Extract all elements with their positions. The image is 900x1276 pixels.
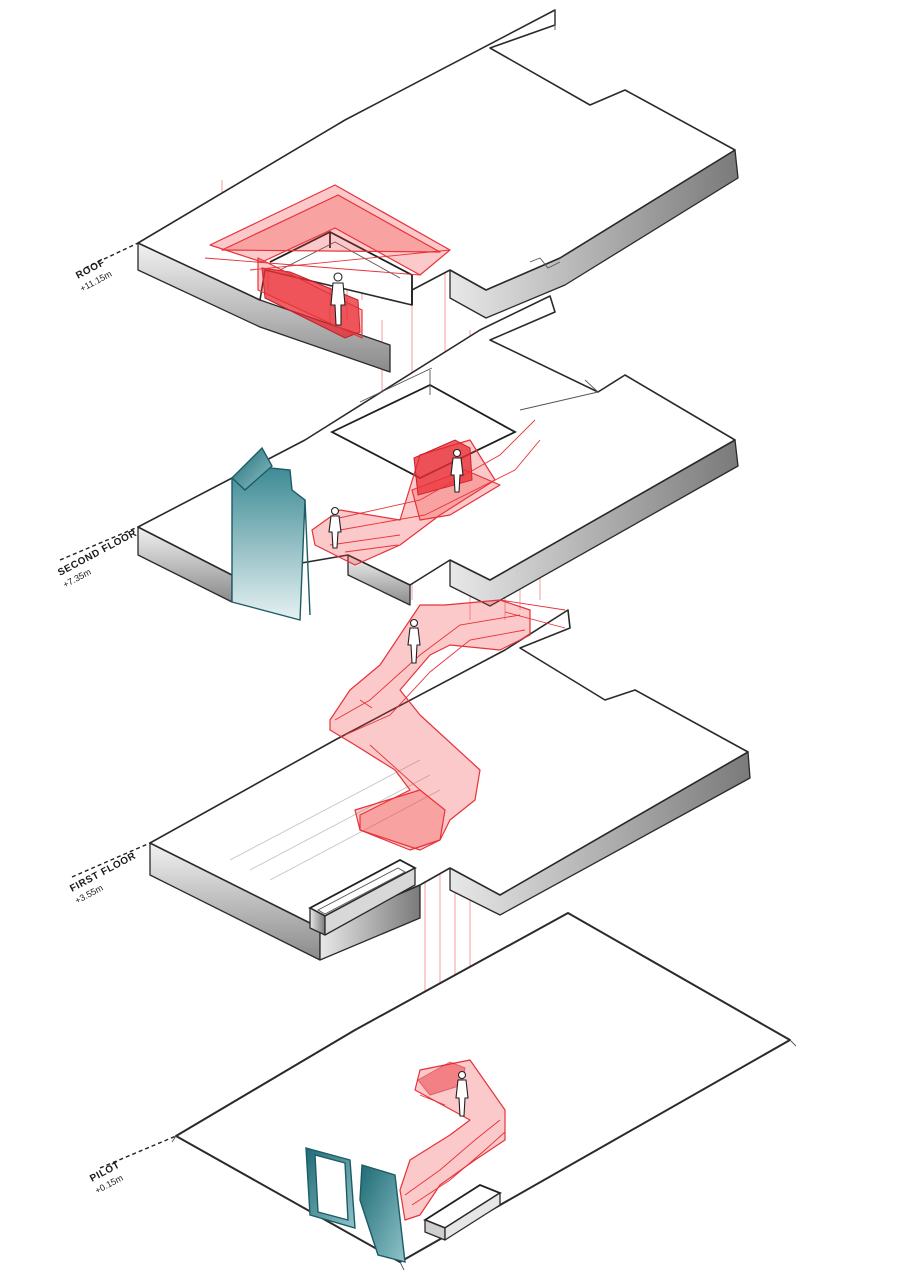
person-figure-3 xyxy=(450,448,464,493)
level-label-pilot: PILOT +0.15m xyxy=(88,1135,177,1196)
level-label-roof: ROOF +11.15m xyxy=(74,242,139,294)
first-floor-slab xyxy=(149,609,751,961)
pilot-core-walls xyxy=(305,1147,406,1263)
level-name: SECOND FLOOR xyxy=(56,528,139,579)
first-floor-staircase xyxy=(329,599,566,851)
person-figure-5 xyxy=(455,1070,469,1117)
level-label-first-floor: FIRST FLOOR +3.55m xyxy=(68,842,151,906)
roof-slab xyxy=(137,9,739,373)
level-label-second-floor: SECOND FLOOR +7.35m xyxy=(56,526,139,590)
person-figure xyxy=(330,272,346,326)
second-floor-core-wall xyxy=(230,446,311,621)
pilot-bench xyxy=(423,1183,502,1241)
person-figure-4 xyxy=(407,618,421,664)
person-figure-2 xyxy=(328,506,342,549)
level-name: FIRST FLOOR xyxy=(68,850,138,894)
